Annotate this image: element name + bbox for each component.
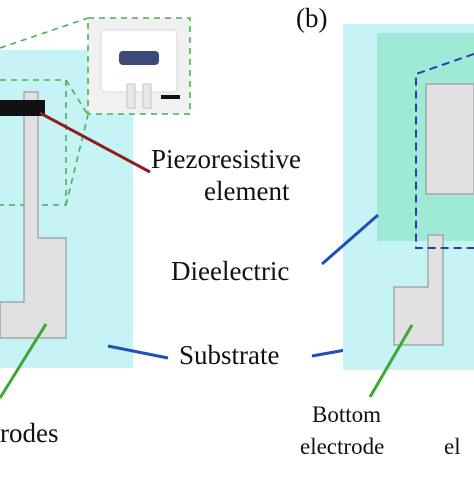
piezoresistive-label-line1: Piezoresistive: [151, 144, 301, 174]
inset-photo-sensor-strip: [119, 51, 159, 65]
right-cut-label-fragment: el: [444, 434, 461, 459]
bottom-electrode-label-line1: Bottom: [312, 402, 382, 427]
dielectric-leader-line: [321, 213, 379, 266]
bottom-electrode: [393, 234, 444, 346]
bottom-electrode-label-line2: electrode: [300, 434, 385, 459]
zoom-box-b: [415, 53, 474, 249]
inset-projection-lines: [0, 17, 89, 206]
piezoresistive-label-line2: element: [204, 176, 290, 206]
piezoresistive-leader-line: [39, 111, 151, 174]
inset-photo-leg-left: [126, 83, 136, 109]
dielectric-label: Dieelectric: [171, 256, 290, 286]
top-electrode: [425, 83, 474, 195]
piezoresistive-element: [0, 100, 45, 116]
electrodes-label-fragment: rodes: [0, 418, 59, 448]
inset-photo-leg-right: [142, 83, 152, 109]
panel-b-tag: (b): [296, 3, 328, 33]
substrate-label: Substrate: [179, 340, 280, 370]
bottom-electrode-leader-line: [368, 324, 414, 398]
electrodes-leader-line-a: [0, 323, 48, 399]
cantilever-electrode-a: [0, 91, 67, 339]
substrate-leader-left: [107, 344, 169, 360]
inset-scale-bar: [161, 95, 180, 99]
